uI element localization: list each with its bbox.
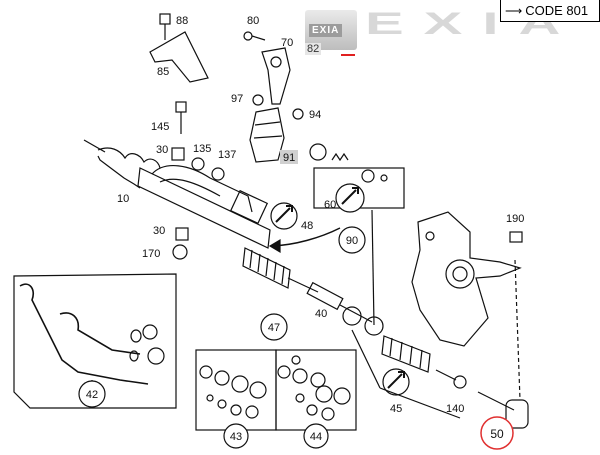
callout-135: 135 (193, 143, 211, 155)
exia-logo-accent (341, 54, 355, 56)
callout-labels: 88 80 70 85 97 94 145 30 135 137 91 10 6… (117, 15, 524, 415)
callout-50: 50 (490, 427, 504, 441)
boot-45 (381, 335, 431, 373)
callout-94: 94 (309, 109, 321, 121)
callout-45: 45 (390, 403, 402, 415)
rack-bellows (242, 247, 319, 293)
callout-91-bg (280, 150, 298, 164)
callout-44: 44 (310, 431, 322, 443)
callout-30-top: 30 (156, 144, 168, 156)
tie-rod-end-50 (477, 391, 529, 429)
clamp-140 (453, 375, 467, 389)
fitting-170 (172, 244, 188, 260)
nut-94 (292, 108, 304, 120)
circle-47 (260, 313, 288, 341)
circled-callouts: 90 47 42 43 44 50 (78, 226, 514, 450)
exia-logo-label: EXIA (309, 24, 343, 37)
fitting-30-lower (175, 227, 189, 241)
callout-80: 80 (247, 15, 259, 27)
callout-190: 190 (506, 213, 524, 225)
cap-135 (191, 157, 205, 171)
code-label-box: ⟶CODE 801 (500, 0, 600, 22)
wrench-icon-60 (335, 183, 365, 213)
callout-145: 145 (151, 121, 169, 133)
nut-97 (252, 94, 264, 106)
callout-140: 140 (446, 403, 464, 415)
tie-rod-40 (306, 281, 373, 323)
callout-43: 43 (230, 431, 242, 443)
bolt-145 (175, 101, 187, 134)
circle-43 (223, 423, 249, 449)
wrench-icon-48 (270, 202, 298, 230)
callout-30-lower: 30 (153, 225, 165, 237)
callout-91: 91 (283, 152, 295, 164)
bracket-85 (149, 31, 209, 83)
cap-137 (211, 167, 225, 181)
ring-40a (342, 306, 362, 326)
seal-kit-44 (275, 349, 357, 431)
arrow-right-icon: ⟶ (505, 4, 523, 18)
callout-60: 60 (324, 199, 336, 211)
pipe-box-42 (13, 273, 177, 409)
bolt-80 (243, 31, 266, 41)
wrench-icon-45 (382, 368, 410, 396)
callout-97: 97 (231, 93, 243, 105)
fitting-30-top (171, 147, 185, 161)
callout-70: 70 (281, 37, 293, 49)
callout-85: 85 (157, 66, 169, 78)
callout-42: 42 (86, 389, 98, 401)
callout-10: 10 (117, 193, 129, 205)
rack-housing-10 (83, 139, 271, 249)
callout-88: 88 (176, 15, 188, 27)
callout-48: 48 (301, 220, 313, 232)
callout-47: 47 (268, 322, 280, 334)
seal-kit-43 (195, 349, 277, 431)
circle-42 (78, 380, 106, 408)
universal-joint-70 (261, 47, 291, 105)
steering-knuckle (411, 211, 522, 347)
circle-50-highlight (480, 416, 514, 450)
callout-170: 170 (142, 248, 160, 260)
code-label: CODE 801 (525, 3, 589, 18)
circle-90 (338, 226, 366, 254)
callout-137: 137 (218, 149, 236, 161)
callout-40: 40 (315, 308, 327, 320)
nut-190 (509, 231, 523, 243)
callout-90: 90 (346, 235, 358, 247)
exia-logo: EXIA 82 (305, 10, 357, 56)
exia-logo-number: 82 (305, 43, 322, 55)
seal-boot-91 (249, 107, 285, 163)
bolt-88 (159, 13, 171, 40)
circle-44 (303, 423, 329, 449)
